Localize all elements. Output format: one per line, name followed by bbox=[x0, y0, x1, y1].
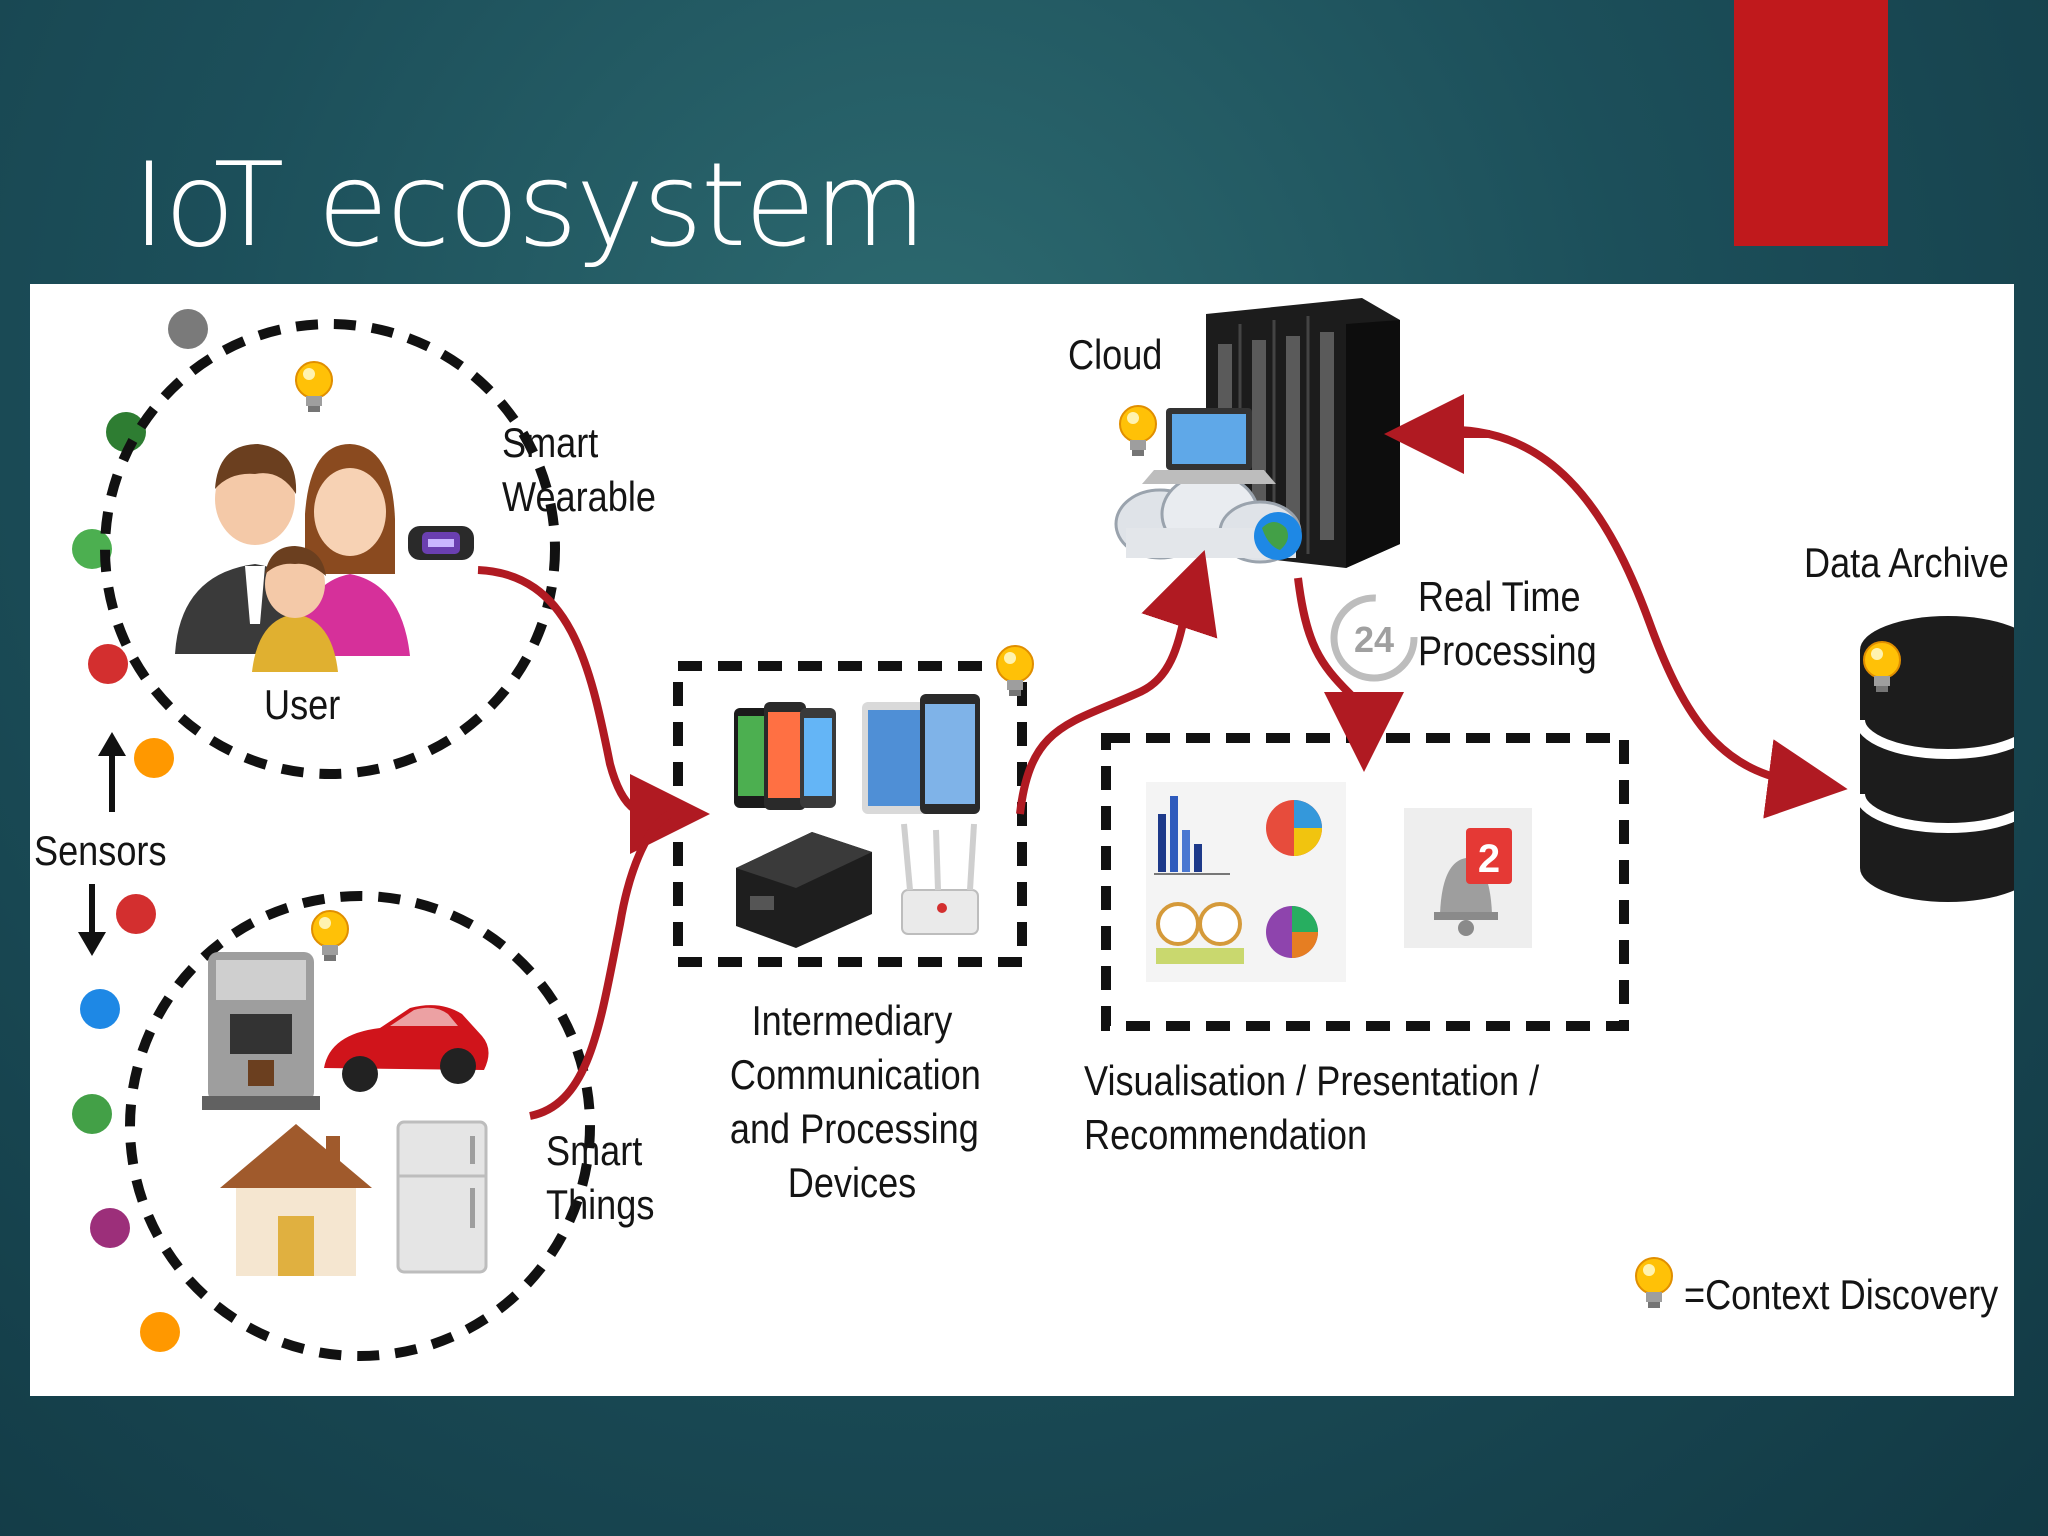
clock-24-icon: 24 bbox=[1330, 594, 1418, 682]
sensor-dot bbox=[88, 644, 128, 684]
sensor-dots bbox=[72, 309, 208, 1352]
globe-icon bbox=[1254, 512, 1302, 560]
sensor-dot bbox=[116, 894, 156, 934]
arrow-cloud-to-visualisation bbox=[1294, 577, 1405, 772]
smart-things-label: Smart Things bbox=[546, 1124, 654, 1232]
lightbulb-icon bbox=[311, 910, 349, 962]
real-time-line1: Real Time bbox=[1418, 573, 1581, 620]
sensors-label: Sensors bbox=[34, 827, 167, 874]
car-icon bbox=[324, 1005, 489, 1092]
cloud-label: Cloud bbox=[1068, 331, 1163, 378]
user-label: User bbox=[264, 681, 341, 728]
arrow-cloud-archive bbox=[1421, 426, 1848, 819]
visualisation-label: Visualisation / Presentation / Recommend… bbox=[1084, 1054, 1539, 1162]
tablets-icon bbox=[862, 694, 980, 814]
router-icon bbox=[901, 823, 979, 935]
visualisation-line1: Visualisation / Presentation / bbox=[1084, 1057, 1540, 1104]
gateway-box-icon bbox=[736, 832, 872, 948]
flow-arrows bbox=[477, 394, 1848, 1120]
lightbulb-icon bbox=[1119, 405, 1157, 457]
sensor-dot bbox=[72, 1094, 112, 1134]
sensor-dot bbox=[140, 1312, 180, 1352]
intermediary-line4: Devices bbox=[787, 1159, 917, 1206]
notification-count: 2 bbox=[1478, 837, 1500, 881]
real-time-badge: 24 bbox=[1354, 619, 1394, 660]
accent-bar bbox=[1734, 0, 1888, 246]
smart-wearable-line1: Smart bbox=[502, 419, 599, 466]
family-icon bbox=[175, 444, 410, 672]
smart-things-line2: Things bbox=[546, 1181, 655, 1228]
bell-notification-icon: 2 bbox=[1404, 808, 1532, 948]
coffee-machine-icon bbox=[202, 952, 320, 1110]
arrow-wearable-to-intermediary bbox=[477, 566, 710, 855]
smart-wearable-label: Smart Wearable bbox=[502, 416, 656, 524]
visualisation-line2: Recommendation bbox=[1084, 1111, 1368, 1158]
sensor-dot bbox=[80, 989, 120, 1029]
slide-title: IoT ecosystem bbox=[132, 138, 927, 273]
lightbulb-icon bbox=[295, 361, 333, 413]
phones-icon bbox=[734, 702, 836, 810]
smart-wearable-line2: Wearable bbox=[502, 473, 656, 520]
sensors-arrows bbox=[78, 732, 126, 956]
laptop-icon bbox=[1142, 408, 1276, 484]
dashboard-icon bbox=[1146, 782, 1346, 982]
lightbulb-icon bbox=[1635, 1257, 1673, 1309]
arrow-things-to-intermediary bbox=[529, 810, 673, 1120]
fridge-icon bbox=[396, 1120, 488, 1274]
real-time-line2: Processing bbox=[1418, 627, 1597, 674]
intermediary-line3: and Processing bbox=[729, 1105, 979, 1152]
things-circle bbox=[125, 891, 595, 1361]
smart-things-line1: Smart bbox=[546, 1127, 643, 1174]
legend-label: =Context Discovery bbox=[1684, 1271, 1999, 1318]
database-icon bbox=[1855, 616, 2014, 902]
arrow-intermediary-to-cloud bbox=[1016, 550, 1218, 815]
sensor-dot bbox=[90, 1208, 130, 1248]
user-circle bbox=[100, 319, 560, 779]
intermediary-line1: Intermediary bbox=[751, 997, 953, 1044]
smartwatch-icon bbox=[408, 526, 474, 560]
intermediary-label: Intermediary Communication and Processin… bbox=[729, 994, 981, 1210]
real-time-label: Real Time Processing bbox=[1418, 570, 1597, 678]
data-archive-label: Data Archive bbox=[1804, 539, 2009, 586]
sensor-dot bbox=[134, 738, 174, 778]
house-icon bbox=[220, 1124, 372, 1276]
intermediary-line2: Communication bbox=[729, 1051, 981, 1098]
lightbulb-icon bbox=[996, 645, 1034, 697]
sensor-dot bbox=[168, 309, 208, 349]
iot-diagram: 24 bbox=[72, 298, 2014, 1361]
diagram-panel: 24 bbox=[30, 284, 2014, 1396]
